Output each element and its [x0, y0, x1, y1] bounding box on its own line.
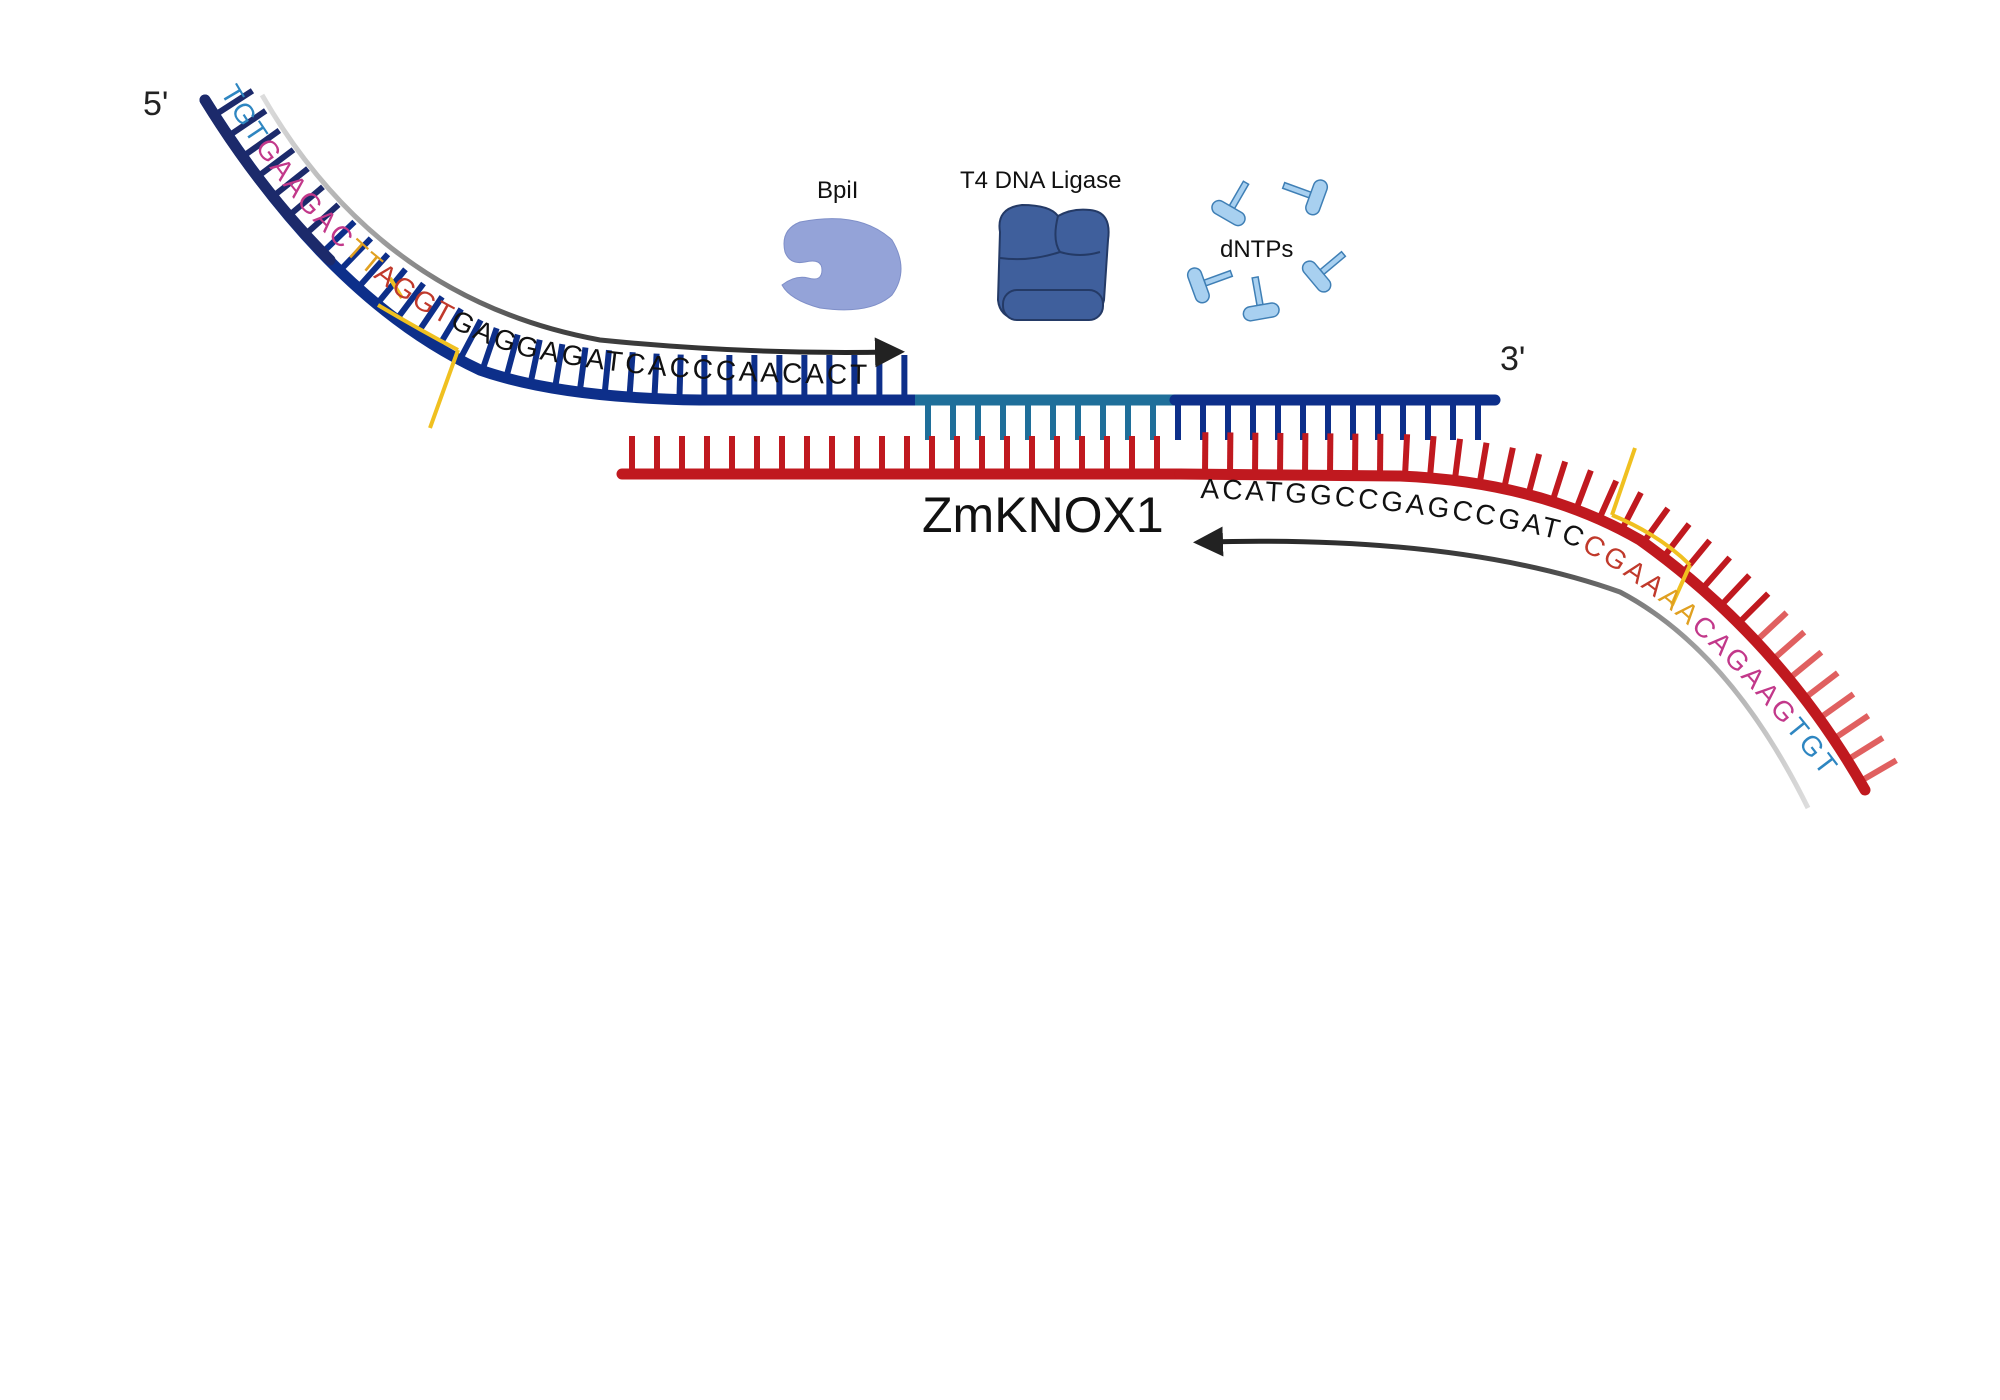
bottom-tick-15	[1573, 469, 1594, 511]
top-tick-19	[576, 347, 589, 393]
dntp-icon-4	[1301, 250, 1347, 293]
bottom-tick-24	[1753, 610, 1789, 644]
bottom-strand-ticks	[629, 432, 1898, 785]
top-tick-4	[270, 166, 310, 199]
reverse-primer-line	[1193, 526, 1811, 810]
dntps-label: dNTPs	[1220, 236, 1293, 263]
three-prime-label: 3'	[1500, 340, 1525, 378]
top-tick-3	[255, 147, 296, 180]
bpil-enzyme-icon	[781, 218, 902, 311]
top-tick-11	[394, 281, 426, 322]
bottom-tick-28	[1817, 691, 1856, 721]
ligase-enzyme-icon	[996, 203, 1110, 321]
bottom-tick-25	[1770, 629, 1807, 663]
top-tick-21	[626, 351, 636, 398]
bottom-tick-21	[1699, 555, 1732, 592]
ligase-label: T4 DNA Ligase	[960, 167, 1121, 194]
top-tick-1	[226, 108, 268, 139]
bottom-tick-31	[1858, 757, 1898, 785]
bottom-tick-8	[1401, 434, 1411, 477]
bottom-tick-23	[1736, 591, 1771, 626]
bottom-tick-19	[1661, 522, 1692, 560]
bottom-tick-13	[1525, 453, 1543, 496]
reverse-cut-site	[1610, 447, 1692, 606]
top-tick-14	[457, 318, 484, 362]
top-tick-5	[286, 184, 325, 219]
gene-label: ZmKNOX1	[922, 487, 1164, 543]
top-tick-8	[337, 236, 374, 273]
bottom-tick-12	[1501, 447, 1516, 490]
bottom-tick-14	[1549, 460, 1569, 503]
bottom-tick-29	[1831, 713, 1871, 742]
bpil-label: BpiI	[817, 177, 858, 204]
top-tick-2	[240, 127, 282, 160]
forward-primer-line	[259, 93, 905, 368]
bottom-tick-9	[1426, 435, 1437, 479]
bottom-tick-16	[1596, 479, 1619, 521]
top-tick-20	[601, 349, 612, 396]
bottom-strand-backbone-curve	[1174, 468, 1871, 796]
top-tick-9	[355, 252, 391, 290]
bottom-tick-11	[1476, 442, 1490, 485]
top-tick-22	[651, 353, 660, 399]
top-tick-6	[302, 202, 341, 237]
top-tick-16	[503, 333, 521, 379]
bottom-tick-27	[1802, 670, 1840, 701]
bottom-tick-26	[1786, 649, 1824, 682]
top-tick-18	[552, 343, 566, 389]
five-prime-label: 5'	[143, 85, 168, 123]
bottom-tick-17	[1619, 491, 1644, 532]
dntp-icons	[1186, 179, 1347, 322]
top-strand-end-dark	[199, 94, 336, 266]
top-tick-23	[676, 354, 684, 400]
top-tick-7	[319, 219, 357, 256]
dntp-icon-2	[1186, 267, 1234, 304]
top-strand-ticks	[213, 88, 1481, 440]
top-tick-0	[213, 88, 255, 118]
bottom-tick-10	[1451, 438, 1464, 481]
bottom-tick-22	[1718, 573, 1752, 608]
bottom-tick-30	[1845, 735, 1885, 763]
bottom-tick-18	[1640, 506, 1671, 545]
forward-cut-site	[376, 276, 460, 429]
top-tick-17	[527, 339, 543, 385]
dntp-icon-1	[1281, 179, 1329, 216]
top-tick-10	[374, 267, 408, 307]
top-tick-15	[479, 327, 500, 372]
dntp-icon-0	[1211, 180, 1250, 227]
dntp-icon-3	[1242, 276, 1280, 322]
